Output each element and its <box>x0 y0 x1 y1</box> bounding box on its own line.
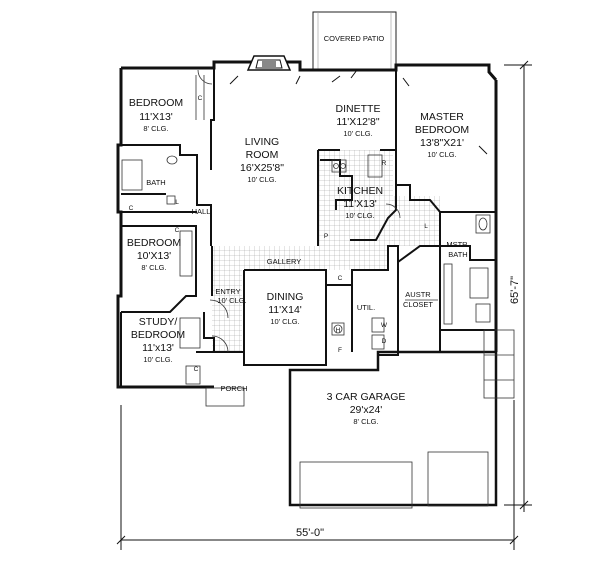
dryer-marker: D <box>382 338 387 345</box>
dining-size: 11'X14' <box>268 304 302 316</box>
living-size: 16'X25'8" <box>240 162 284 174</box>
living-name-1: LIVING <box>245 136 279 148</box>
gallery-label: GALLERY <box>267 257 301 266</box>
linen-marker: L <box>424 223 428 230</box>
linen-marker: L <box>175 199 179 206</box>
tile-floor <box>212 150 440 352</box>
hall-label: HALL <box>192 207 211 216</box>
master-clg: 10' CLG. <box>427 150 456 159</box>
closet-marker: C <box>175 227 180 234</box>
bedroom2-size: 10'X13' <box>137 250 171 262</box>
bedroom1-name: BEDROOM <box>129 97 183 109</box>
refrigerator-marker: R <box>382 160 387 167</box>
dinette-size: 11'X12'8" <box>336 116 379 128</box>
dining-clg: 10' CLG. <box>270 317 299 326</box>
austr-closet-label-1: AUSTR <box>405 290 431 299</box>
study-name-2: BEDROOM <box>131 329 185 341</box>
bedroom2-name: BEDROOM <box>127 237 181 249</box>
entry-label: ENTRY <box>215 287 240 296</box>
kitchen-name: KITCHEN <box>337 185 383 197</box>
closet-marker: C <box>129 205 134 212</box>
master-name-2: BEDROOM <box>415 124 469 136</box>
dinette-name: DINETTE <box>336 103 381 115</box>
kitchen-size: 11'X13' <box>343 198 377 210</box>
dining-name: DINING <box>267 291 304 303</box>
water-heater-marker: H <box>336 327 341 334</box>
overall-width-dimension: 55'-0" <box>296 527 324 539</box>
dinette-clg: 10' CLG. <box>343 129 372 138</box>
detail-lines <box>121 69 515 509</box>
bath-label: BATH <box>146 178 165 187</box>
furnace-marker: F <box>338 347 342 354</box>
garage-clg: 8' CLG. <box>353 417 378 426</box>
austr-closet-label-2: CLOSET <box>403 300 433 309</box>
fireplace <box>246 55 292 71</box>
view-arrows <box>229 69 488 155</box>
washer-marker: W <box>381 322 388 329</box>
living-name-2: ROOM <box>246 149 279 161</box>
util-label: UTIL. <box>357 303 375 312</box>
master-size: 13'8"X21' <box>420 137 464 149</box>
bedroom1-clg: 8' CLG. <box>143 124 168 133</box>
study-size: 11'x13' <box>142 342 174 354</box>
closet-marker: C <box>198 95 203 102</box>
covered-patio-label: COVERED PATIO <box>324 34 385 43</box>
pantry-marker: P <box>324 233 328 240</box>
master-name-1: MASTER <box>420 111 464 123</box>
entry-clg: 10' CLG. <box>217 296 246 305</box>
mstr-bath-label-1: MSTR. <box>446 240 469 249</box>
bedroom2-clg: 8' CLG. <box>141 263 166 272</box>
interior-walls <box>120 68 496 387</box>
overall-depth-dimension: 65'-7" <box>509 276 521 304</box>
porch-label: PORCH <box>220 384 247 393</box>
closet-marker: C <box>194 366 199 373</box>
garage-size: 29'x24' <box>350 404 383 416</box>
bedroom1-size: 11'X13' <box>139 111 173 123</box>
living-clg: 10' CLG. <box>247 175 276 184</box>
closet-marker: C <box>338 275 343 282</box>
study-clg: 10' CLG. <box>143 355 172 364</box>
dimension-lines <box>116 60 532 550</box>
kitchen-clg: 10' CLG. <box>345 211 374 220</box>
study-name-1: STUDY/ <box>139 316 178 328</box>
mstr-bath-label-2: BATH <box>448 250 467 259</box>
garage-name: 3 CAR GARAGE <box>327 391 406 403</box>
